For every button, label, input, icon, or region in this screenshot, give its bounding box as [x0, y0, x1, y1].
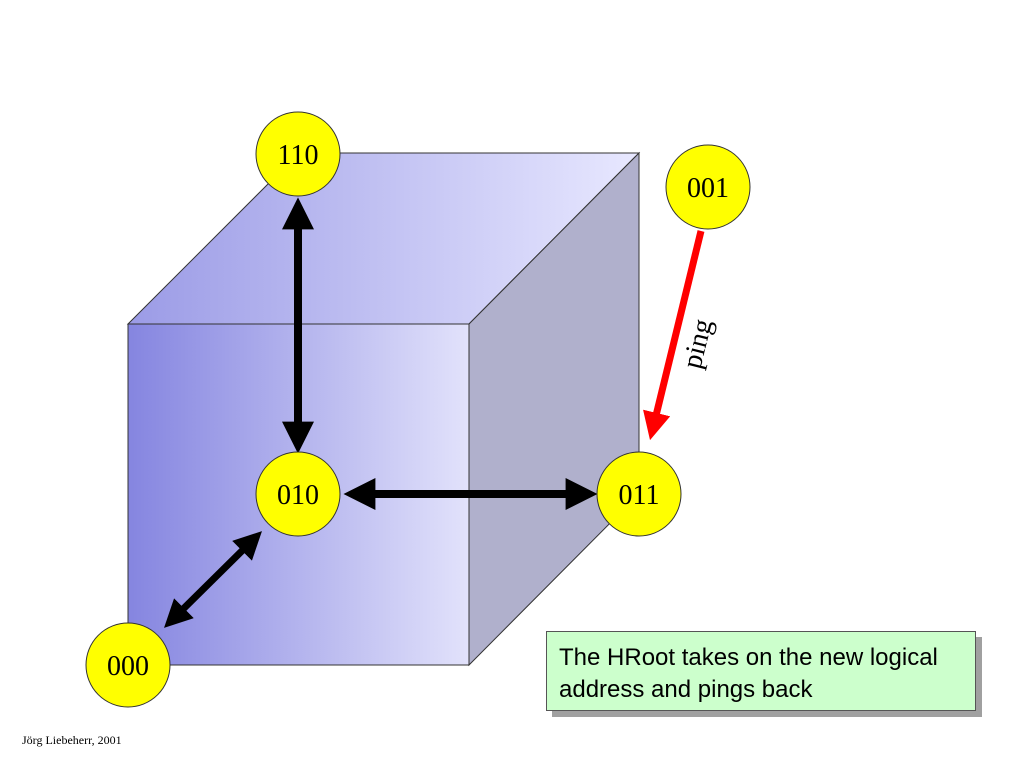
callout-box: The HRoot takes on the new logical addre…	[546, 631, 976, 711]
node-010: 010	[255, 451, 341, 537]
ping-arrow	[643, 230, 705, 441]
link-000-010	[164, 531, 262, 628]
node-010-label: 010	[277, 480, 319, 511]
node-000-label: 000	[107, 651, 149, 682]
node-000: 000	[85, 622, 171, 708]
ping-label: ping	[677, 316, 719, 372]
node-110: 110	[255, 111, 341, 197]
node-011: 011	[596, 451, 682, 537]
footer-credit: Jörg Liebeherr, 2001	[22, 733, 122, 747]
node-001: 001	[665, 144, 751, 230]
node-011-label: 011	[619, 480, 660, 511]
node-001-label: 001	[687, 173, 729, 204]
node-110-label: 110	[278, 140, 319, 171]
